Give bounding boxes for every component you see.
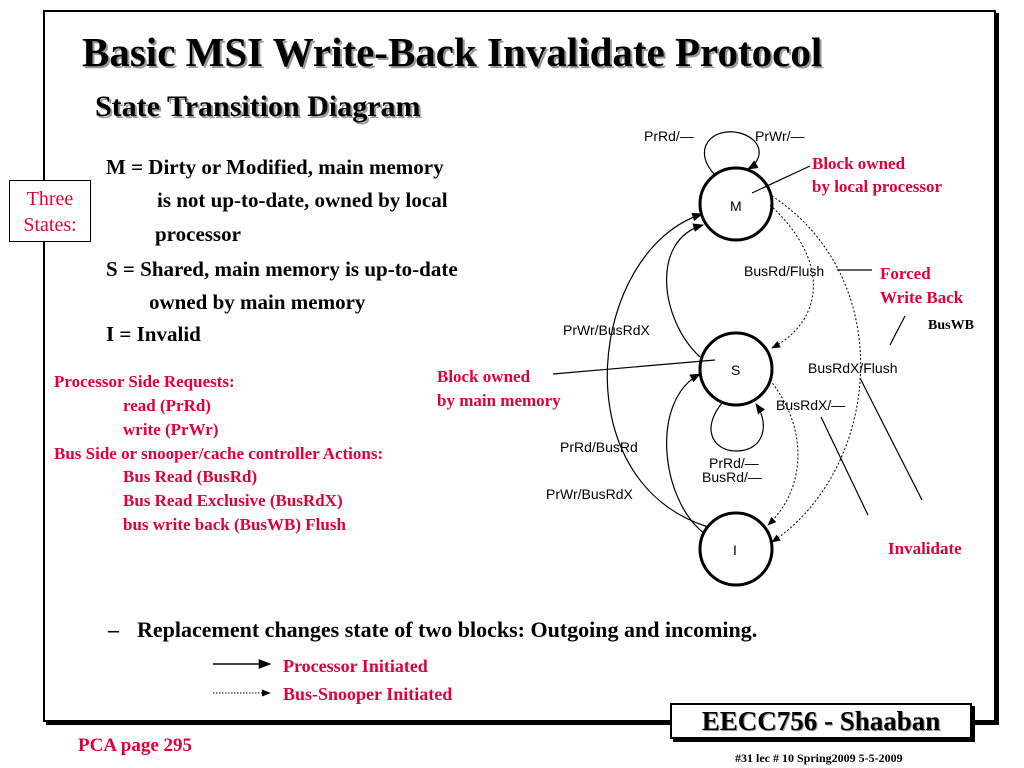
course-footer-box: EECC756 - Shaaban xyxy=(670,703,972,739)
invalidate-leader-2 xyxy=(820,416,869,516)
three-states-line-2: States: xyxy=(23,214,77,236)
annotation-owned-main-1: Block owned xyxy=(437,367,531,386)
state-m-label: M xyxy=(730,198,742,214)
s-self-loop-arrow xyxy=(710,402,766,452)
annotation-invalidate: Invalidate xyxy=(888,539,962,558)
label-i-to-s: PrRd/BusRd xyxy=(560,439,638,455)
definition-m-1: M = Dirty or Modified, main memory xyxy=(106,155,444,179)
label-m-to-i: BusRdX/Flush xyxy=(808,360,898,376)
annotation-forced-1: Forced xyxy=(880,264,931,283)
three-states-box: Three States: xyxy=(9,180,91,242)
annotation-owned-local-1: Block owned xyxy=(812,154,906,173)
i-to-s-arrow xyxy=(666,373,706,535)
course-footer-label: EECC756 - Shaaban xyxy=(701,706,941,736)
page-reference: PCA page 295 xyxy=(78,735,192,756)
slide-frame xyxy=(43,10,996,722)
processor-request-write: write (PrWr) xyxy=(123,420,219,439)
i-to-m-arrow xyxy=(606,212,709,528)
state-i-label: I xyxy=(733,542,737,558)
annotation-owned-local-2: by local processor xyxy=(812,177,943,196)
label-m-loop-prwr: PrWr/— xyxy=(755,128,805,144)
annotation-buswb: BusWB xyxy=(928,318,974,333)
label-s-to-i: BusRdX/— xyxy=(776,397,846,413)
label-i-to-m: PrWr/BusRdX xyxy=(546,486,633,502)
bus-action-busrd: Bus Read (BusRd) xyxy=(123,467,258,486)
definition-m-2: is not up-to-date, owned by local xyxy=(157,188,448,212)
processor-requests-heading: Processor Side Requests: xyxy=(54,372,235,391)
definition-s-1: S = Shared, main memory is up-to-date xyxy=(106,257,458,281)
bus-action-busrdx: Bus Read Exclusive (BusRdX) xyxy=(123,491,343,510)
invalidate-leader-1 xyxy=(859,377,923,501)
m-self-loop-arrow xyxy=(703,131,760,177)
s-to-m-arrow xyxy=(666,223,705,358)
label-s-loop-busrd: BusRd/— xyxy=(702,469,762,485)
s-to-i-dotted-arrow xyxy=(767,379,799,526)
label-m-loop-prrd: PrRd/— xyxy=(644,128,694,144)
definition-i: I = Invalid xyxy=(106,322,201,346)
label-m-busrd-flush: BusRd/Flush xyxy=(744,263,825,279)
processor-request-read: read (PrRd) xyxy=(123,396,211,415)
state-s-label: S xyxy=(731,362,741,378)
lecture-info: #31 lec # 10 Spring2009 5-5-2009 xyxy=(735,751,903,765)
slide-title: Basic MSI Write-Back Invalidate Protocol xyxy=(82,29,823,75)
bullet-text: Replacement changes state of two blocks:… xyxy=(137,617,758,642)
annotation-owned-main-2: by main memory xyxy=(437,391,561,410)
owned-local-leader xyxy=(751,165,811,194)
annotation-forced-2: Write Back xyxy=(880,288,964,307)
bullet-dash: – xyxy=(108,617,119,642)
slide-subtitle: State Transition Diagram xyxy=(95,90,421,123)
state-s-circle xyxy=(698,331,774,407)
three-states-line-1: Three xyxy=(26,188,74,210)
m-to-s-dotted-arrow xyxy=(769,204,814,349)
owned-main-leader xyxy=(552,359,716,375)
bus-actions-heading: Bus Side or snooper/cache controller Act… xyxy=(54,444,384,463)
state-i-circle xyxy=(698,511,774,587)
legend-processor-label: Processor Initiated xyxy=(283,656,428,676)
state-m-circle xyxy=(698,166,774,242)
bus-action-buswb: bus write back (BusWB) Flush xyxy=(123,515,346,534)
label-s-loop-prrd: PrRd/— xyxy=(709,455,759,471)
legend-bus-label: Bus-Snooper Initiated xyxy=(283,684,453,704)
label-s-to-m: PrWr/BusRdX xyxy=(563,322,650,338)
definition-s-2: owned by main memory xyxy=(149,290,366,314)
buswb-leader xyxy=(889,315,906,346)
definition-m-3: processor xyxy=(155,222,241,246)
